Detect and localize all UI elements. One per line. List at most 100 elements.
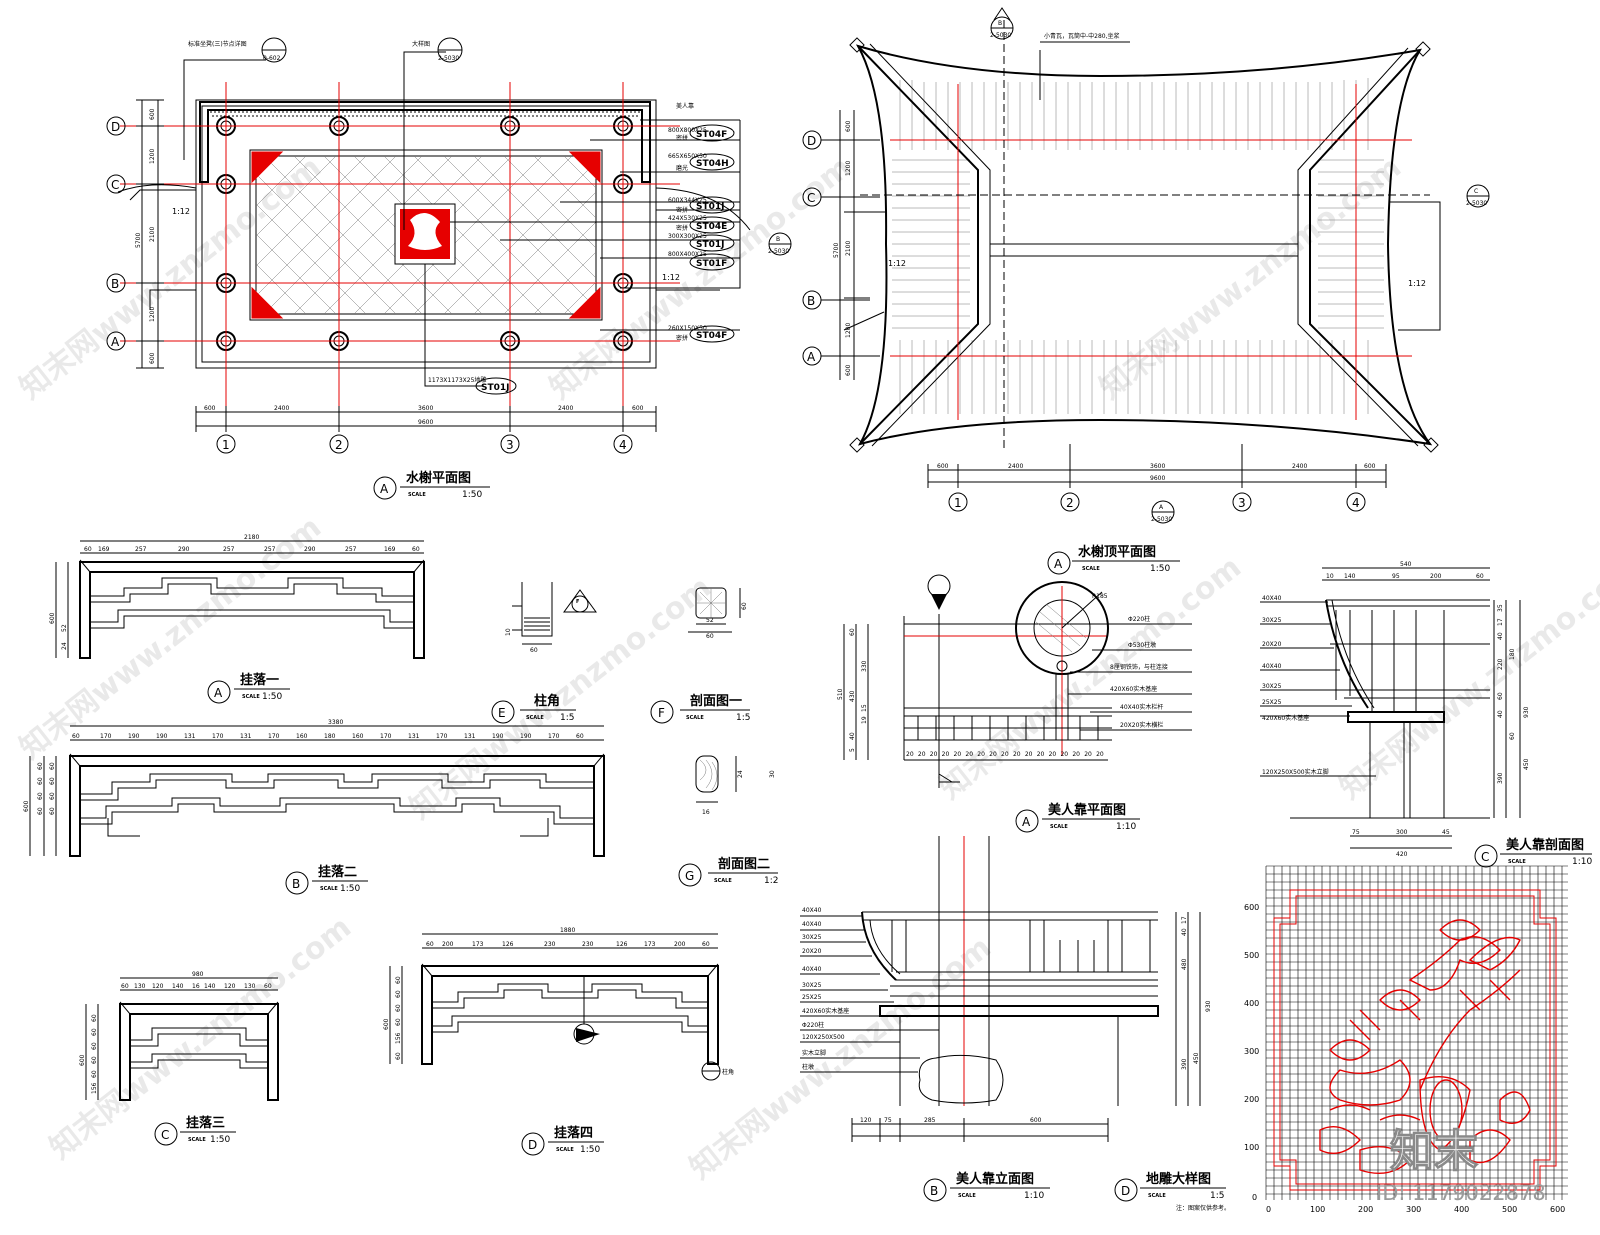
svg-text:4: 4 — [1352, 496, 1360, 510]
svg-text:3380: 3380 — [328, 719, 343, 726]
svg-text:120: 120 — [152, 983, 164, 990]
svg-text:SCALE: SCALE — [686, 715, 704, 721]
svg-text:257: 257 — [135, 546, 147, 553]
gualuo-4-title: D 挂落四 SCALE 1:50 — [521, 1125, 604, 1156]
roof-title: A 水榭顶平面图 SCALE 1:50 — [1047, 544, 1180, 575]
svg-text:1:50: 1:50 — [1150, 564, 1170, 574]
svg-text:17: 17 — [1181, 916, 1188, 924]
svg-text:1:12: 1:12 — [888, 259, 906, 268]
svg-text:1:2: 1:2 — [764, 876, 778, 886]
dimension-label: 20 — [1013, 751, 1021, 758]
svg-text:2-5030: 2-5030 — [1151, 516, 1172, 523]
gualuo-1-title: A 挂落一 SCALE 1:50 — [207, 672, 290, 704]
svg-text:200: 200 — [1430, 573, 1442, 580]
svg-text:257: 257 — [223, 546, 235, 553]
svg-text:40X40: 40X40 — [1262, 595, 1282, 602]
roof-dims-y: 600 1200 2100 1200 600 5700 — [833, 110, 855, 380]
svg-text:小青瓦，瓦筒中-中280,坐浆: 小青瓦，瓦筒中-中280,坐浆 — [1044, 32, 1120, 40]
svg-text:60: 60 — [741, 602, 748, 610]
svg-text:200: 200 — [1358, 1205, 1373, 1214]
svg-text:40: 40 — [1497, 710, 1504, 718]
svg-text:400: 400 — [1244, 999, 1259, 1008]
svg-text:60: 60 — [37, 762, 44, 770]
svg-text:Φ220柱: Φ220柱 — [802, 1021, 824, 1029]
dimension-label: 160 — [352, 733, 364, 740]
svg-text:柱墩: 柱墩 — [802, 1063, 814, 1071]
svg-text:密拼: 密拼 — [676, 334, 688, 342]
svg-text:480: 480 — [1181, 958, 1188, 970]
dimension-label: 170 — [212, 733, 224, 740]
svg-text:60: 60 — [264, 983, 272, 990]
dimension-label: 131 — [184, 733, 196, 740]
svg-text:D: D — [528, 1138, 537, 1152]
svg-text:230: 230 — [544, 941, 556, 948]
dimension-label: 20 — [1060, 751, 1068, 758]
svg-text:25X25: 25X25 — [802, 994, 822, 1001]
svg-text:16: 16 — [702, 809, 710, 816]
axis-label: B — [111, 277, 119, 291]
svg-text:540: 540 — [1400, 561, 1412, 568]
roof-dims-x: 600 2400 3600 2400 600 9600 — [927, 444, 1387, 488]
svg-text:1:50: 1:50 — [210, 1135, 230, 1145]
section-2-title: G 剖面图二 SCALE 1:2 — [678, 856, 778, 887]
svg-text:挂落三: 挂落三 — [186, 1115, 225, 1131]
svg-text:600: 600 — [1030, 1117, 1042, 1124]
svg-text:230: 230 — [582, 941, 594, 948]
zhujiao-drawing: 60 10 F E 柱角 SCALE 1:5 — [491, 582, 597, 724]
dimension-label: 20 — [930, 751, 938, 758]
dimension-label: 131 — [408, 733, 420, 740]
svg-text:2: 2 — [1066, 496, 1074, 510]
svg-text:420: 420 — [1396, 851, 1408, 858]
svg-text:60: 60 — [412, 546, 420, 553]
svg-text:1:5: 1:5 — [560, 713, 574, 723]
floral-motif — [1319, 919, 1531, 1174]
axis-label: 2 — [335, 438, 343, 452]
svg-text:1200: 1200 — [149, 149, 156, 164]
svg-text:密拼: 密拼 — [676, 224, 688, 232]
axis-label: D — [111, 120, 120, 134]
svg-text:1880: 1880 — [560, 927, 575, 934]
svg-text:120X250X500: 120X250X500 — [802, 1034, 845, 1041]
svg-text:SCALE: SCALE — [242, 694, 260, 700]
dimension-label: 20 — [1049, 751, 1057, 758]
svg-text:2-5030: 2-5030 — [990, 32, 1011, 39]
svg-text:F: F — [576, 599, 579, 605]
svg-text:60: 60 — [49, 807, 56, 815]
svg-text:A: A — [1054, 557, 1063, 571]
svg-text:40: 40 — [849, 732, 856, 740]
dimension-label: 20 — [1096, 751, 1104, 758]
svg-text:SCALE: SCALE — [1508, 859, 1526, 865]
svg-text:60: 60 — [395, 990, 402, 998]
svg-text:60: 60 — [1497, 692, 1504, 700]
svg-text:52: 52 — [706, 617, 714, 624]
svg-text:60: 60 — [395, 1018, 402, 1026]
svg-text:Φ530柱墩: Φ530柱墩 — [1128, 641, 1156, 649]
svg-text:600: 600 — [149, 108, 156, 120]
svg-text:1:50: 1:50 — [340, 884, 360, 894]
svg-text:ST04E: ST04E — [696, 222, 727, 232]
svg-text:24: 24 — [61, 642, 68, 650]
dimension-label: 20 — [1025, 751, 1033, 758]
dimension-label: 20 — [918, 751, 926, 758]
svg-text:1: 1 — [954, 496, 962, 510]
svg-text:SCALE: SCALE — [1050, 824, 1068, 830]
svg-text:424X530X25: 424X530X25 — [668, 215, 707, 222]
svg-text:30X25: 30X25 — [1262, 683, 1282, 690]
svg-text:45: 45 — [1442, 829, 1450, 836]
gualuo-2-title: B 挂落二 SCALE 1:50 — [285, 864, 368, 895]
watermark: 知末网www.znzmo.com — [1093, 150, 1408, 407]
gualuo-3-drawing: 980 60 130 120 140 16 140 120 130 60 600… — [79, 971, 279, 1146]
svg-text:450: 450 — [1523, 758, 1530, 770]
svg-text:B: B — [776, 236, 780, 243]
dimension-label: 20 — [1084, 751, 1092, 758]
roof-plan-drawing: D C B A 600 1200 2100 1200 600 5700 1 2 … — [768, 7, 1490, 575]
svg-text:2-5030: 2-5030 — [768, 248, 789, 255]
svg-text:60: 60 — [849, 628, 856, 636]
svg-text:E: E — [498, 706, 506, 720]
slope-label: 1:12 — [662, 273, 680, 282]
svg-text:130: 130 — [244, 983, 256, 990]
svg-text:600: 600 — [149, 352, 156, 364]
svg-text:200: 200 — [442, 941, 454, 948]
meiren-elev-title: B 美人靠立面图 SCALE 1:10 — [923, 1171, 1050, 1202]
svg-text:1200: 1200 — [845, 161, 852, 176]
